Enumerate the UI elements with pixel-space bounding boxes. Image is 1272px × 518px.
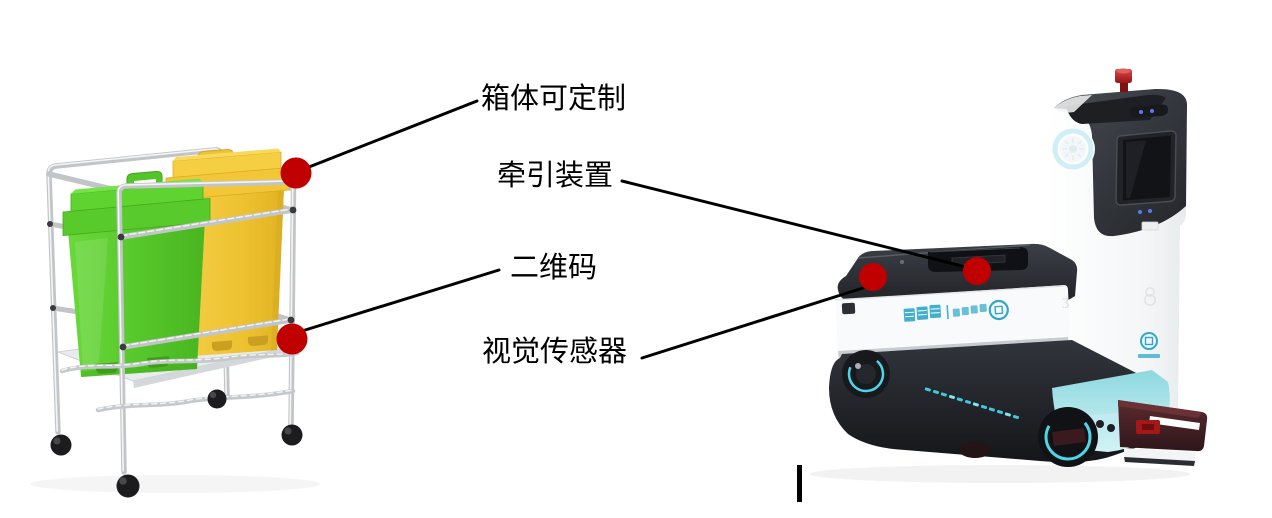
base-white-band bbox=[835, 285, 1070, 353]
base-under-fin bbox=[959, 442, 991, 458]
head-sensor-bar bbox=[1129, 104, 1168, 118]
brand-logo bbox=[903, 299, 1009, 322]
robot-shadow bbox=[810, 465, 1190, 483]
callout-markers bbox=[276, 157, 991, 355]
estop-button bbox=[1115, 68, 1132, 92]
leader-line-traction-device bbox=[620, 179, 976, 271]
robot-tower bbox=[1048, 68, 1187, 429]
agv-robot-figure: 3 bbox=[810, 68, 1208, 483]
callout-label-qr-code: 二维码 bbox=[510, 252, 598, 284]
band-faint-digit: 3 bbox=[1061, 296, 1069, 312]
callout-label-box-customizable: 箱体可定制 bbox=[481, 83, 627, 115]
rear-step-slot bbox=[1149, 416, 1200, 430]
frame-clamp-joints bbox=[47, 206, 297, 351]
text-cursor-bar bbox=[797, 465, 802, 502]
bin-trolley-figure bbox=[30, 147, 320, 498]
robot-front-marker bbox=[859, 263, 887, 291]
tower-faint-emblem bbox=[1144, 287, 1156, 306]
leader-lines bbox=[300, 99, 976, 360]
tower-speaker-grille bbox=[1051, 127, 1095, 171]
cart-wire-rail-upper bbox=[59, 350, 300, 374]
tower-brand-logo bbox=[1138, 332, 1160, 358]
callout-label-vision-sensor: 视觉传感器 bbox=[482, 336, 628, 368]
rear-step bbox=[1118, 400, 1208, 466]
leader-line-qr-code bbox=[300, 268, 501, 333]
robot-platform-marker bbox=[963, 257, 991, 285]
front-wheel bbox=[842, 350, 890, 398]
callout-label-traction-device: 牵引装置 bbox=[497, 160, 614, 192]
cart-wire-rail-lower bbox=[95, 388, 296, 413]
rear-wheel bbox=[1038, 407, 1115, 467]
band-sensor-notch bbox=[841, 302, 856, 315]
leader-line-box-customizable bbox=[307, 99, 479, 169]
robot-base: 3 bbox=[829, 243, 1208, 467]
cart-top-frame-marker bbox=[280, 157, 312, 189]
cart-casters bbox=[50, 389, 303, 498]
leader-line-vision-sensor bbox=[640, 286, 865, 360]
cart-lower-frame-marker bbox=[276, 323, 308, 355]
led-strip bbox=[924, 387, 1020, 420]
cart-shadow bbox=[30, 475, 320, 493]
tower-id-plate bbox=[1141, 221, 1159, 231]
